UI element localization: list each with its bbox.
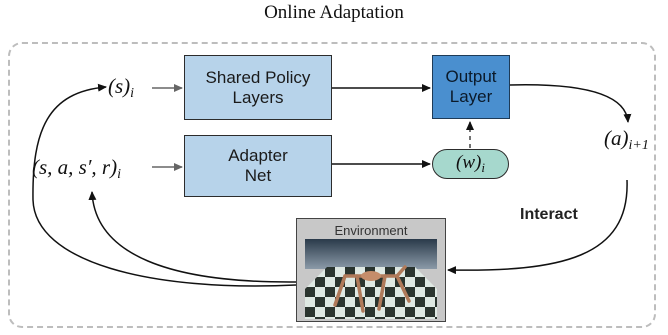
action-symbol: (a)i+1 [604, 126, 649, 153]
adapter-net-box: Adapter Net [184, 135, 332, 197]
adapter-line1: Adapter [228, 146, 288, 165]
arrow-environment-to-transition [88, 191, 297, 283]
environment-box: Environment [296, 218, 446, 322]
interact-label: Interact [520, 206, 578, 223]
arrow-output-to-action [509, 84, 632, 123]
shared-policy-line2: Layers [232, 87, 284, 107]
adapter-line2: Net [244, 166, 272, 185]
dashed-frame [8, 42, 656, 328]
diagram-title: Online Adaptation [264, 2, 404, 23]
environment-render [305, 239, 437, 319]
transition-symbol: (s, a, s′, r)i [32, 155, 121, 182]
shared-policy-layers-box: Shared Policy Layers [184, 55, 332, 120]
weights-symbol: (w)i [456, 152, 485, 175]
output-line1: Output [445, 67, 497, 86]
state-symbol: (s)i [108, 74, 135, 101]
arrow-environment-to-state [32, 83, 297, 287]
shared-policy-line1: Shared Policy [205, 67, 311, 87]
environment-label: Environment [334, 223, 408, 238]
output-line2: Layer [449, 87, 493, 106]
output-layer-box: Output Layer [432, 55, 510, 119]
weights-pill: (w)i [432, 149, 509, 179]
arrow-action-to-environment [447, 179, 628, 275]
